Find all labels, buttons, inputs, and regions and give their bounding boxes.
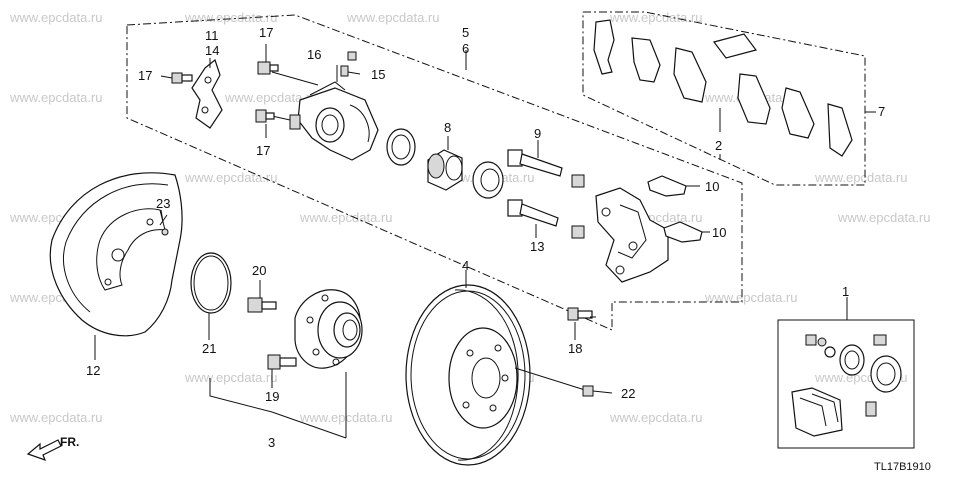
- caliper-assembly-outline: [126, 14, 743, 331]
- pad-set-outline: [582, 11, 876, 186]
- callout-leaders: [160, 44, 721, 318]
- callout-18: 18: [568, 341, 582, 356]
- callout-17-c: 17: [256, 143, 270, 158]
- splash-guard: [49, 172, 183, 360]
- piston-8: [427, 136, 463, 191]
- callout-16: 16: [307, 47, 321, 62]
- callout-2: 2: [715, 138, 722, 153]
- watermark-text: www.epcdata.ru: [184, 10, 278, 25]
- watermark-text: www.epcdata.ru: [704, 290, 798, 305]
- callout-19: 19: [265, 389, 279, 404]
- caliper-body: [271, 71, 379, 161]
- watermark-text: www.epcdata.ru: [9, 90, 103, 105]
- callout-numbers: 1 2 3 4 5 6 7 8 9 10 10 11 12 13 14 15 1…: [86, 25, 885, 450]
- front-arrow-label: FR.: [60, 435, 79, 449]
- callout-5: 5: [462, 25, 469, 40]
- bracket-11-14: [191, 58, 223, 129]
- bolt-17-b: [257, 61, 279, 75]
- leader-3b: [271, 411, 347, 439]
- callout-13: 13: [530, 239, 544, 254]
- watermark-text: www.epcdata.ru: [814, 170, 908, 185]
- piston-seal: [386, 128, 416, 166]
- guide-pin-9: [507, 140, 563, 177]
- callout-10-a: 10: [705, 179, 719, 194]
- watermark-text: www.epcdata.ru: [9, 410, 103, 425]
- callout-7: 7: [878, 104, 885, 119]
- watermark-text: www.epcdata.ru: [837, 210, 931, 225]
- bleeder-screw: [336, 51, 361, 82]
- callout-1: 1: [842, 284, 849, 299]
- callout-22: 22: [621, 386, 635, 401]
- callout-4: 4: [462, 258, 469, 273]
- rotor-screw-22: [514, 367, 613, 397]
- o-ring: [190, 252, 232, 340]
- leader-3: [209, 378, 273, 413]
- bracket-bolt-18: [567, 307, 593, 340]
- bolt-23: [161, 228, 169, 236]
- watermark-text: www.epcdata.ru: [224, 90, 318, 105]
- guide-pin-13: [507, 199, 559, 238]
- callout-9: 9: [534, 126, 541, 141]
- callout-15: 15: [371, 67, 385, 82]
- hub-bolt-19: [267, 354, 297, 388]
- watermark-text: www.epcdata.ru: [9, 10, 103, 25]
- pin-boot-a: [571, 174, 585, 188]
- pad-clip-b: [663, 221, 710, 243]
- callout-17-b: 17: [259, 25, 273, 40]
- seal-kit-contents: [791, 334, 902, 437]
- callout-3: 3: [268, 435, 275, 450]
- bolt-17-a: [171, 72, 193, 84]
- diagram-code: TL17B1910: [874, 461, 931, 473]
- hub-bolt-20: [247, 280, 277, 313]
- seal-kit-box: [777, 297, 915, 449]
- front-arrow-icon: FR.: [26, 435, 79, 462]
- pin-boot-b: [571, 225, 585, 239]
- hub-bearing: [294, 289, 363, 438]
- brake-pad-set: [593, 19, 853, 157]
- callout-14: 14: [205, 43, 219, 58]
- watermark-text: www.epcdata.ru: [299, 210, 393, 225]
- brake-rotor: [405, 270, 531, 466]
- callout-11: 11: [205, 28, 219, 43]
- watermark-text: www.epcdata.ru: [184, 370, 278, 385]
- piston-boot: [472, 161, 504, 199]
- callout-20: 20: [252, 263, 266, 278]
- caliper-bracket: [595, 187, 669, 283]
- watermark-text: www.epcdata.ru: [609, 410, 703, 425]
- callout-17-a: 17: [138, 68, 152, 83]
- callout-8: 8: [444, 120, 451, 135]
- bolt-17-c: [255, 109, 275, 123]
- watermark-text: www.epcdata.ru: [346, 10, 440, 25]
- pad-clip-a: [647, 175, 700, 197]
- watermark-text: www.epcdata.ru: [609, 10, 703, 25]
- callout-6: 6: [462, 41, 469, 56]
- callout-12: 12: [86, 363, 100, 378]
- callout-10-b: 10: [712, 225, 726, 240]
- callout-23: 23: [156, 196, 170, 211]
- callout-21: 21: [202, 341, 216, 356]
